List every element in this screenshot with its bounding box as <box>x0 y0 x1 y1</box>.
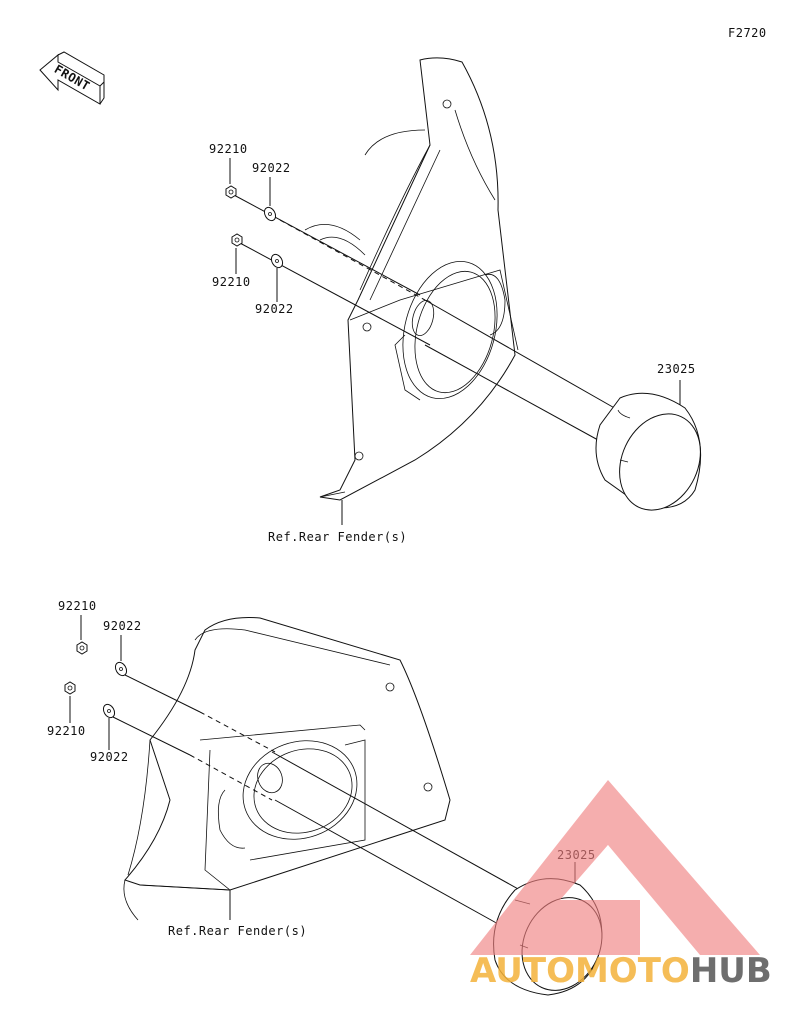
bottom-washer-upper <box>114 661 128 677</box>
watermark-text-part1: AUTOMOTO <box>470 951 690 991</box>
top-reflector-label: 23025 <box>657 362 696 376</box>
bottom-washer-lower <box>102 703 116 719</box>
bottom-nut-upper <box>76 641 88 655</box>
bottom-rear-fender <box>123 617 451 921</box>
top-washer-upper <box>263 206 277 222</box>
bottom-washer-upper-label: 92022 <box>103 619 142 633</box>
top-washer-lower <box>270 253 284 269</box>
bottom-nut-upper-label: 92210 <box>58 599 97 613</box>
top-ref-label: Ref.Rear Fender(s) <box>268 530 407 544</box>
figure-code: F2720 <box>728 26 767 40</box>
top-nut-lower <box>231 233 243 247</box>
bottom-nut-lower-label: 92210 <box>47 724 86 738</box>
watermark-text-part2: HUB <box>690 951 772 991</box>
watermark-triangle-icon <box>470 780 760 955</box>
top-nut-lower-label: 92210 <box>212 275 251 289</box>
watermark-text: AUTOMOTOHUB <box>470 951 772 991</box>
bottom-nut-lower <box>64 681 76 695</box>
watermark-logo: AUTOMOTOHUB <box>470 780 772 991</box>
top-assembly: 92210 92022 92210 92022 23025 Ref.Rear F… <box>209 57 702 544</box>
bottom-ref-label: Ref.Rear Fender(s) <box>168 924 307 938</box>
front-arrow-icon: FRONT <box>39 51 105 105</box>
top-washer-lower-label: 92022 <box>255 302 294 316</box>
top-nut-upper-label: 92210 <box>209 142 248 156</box>
top-nut-upper <box>225 185 237 199</box>
bottom-washer-lower-label: 92022 <box>90 750 129 764</box>
top-rear-fender <box>304 57 519 501</box>
top-washer-upper-label: 92022 <box>252 161 291 175</box>
top-reflector <box>595 392 702 511</box>
